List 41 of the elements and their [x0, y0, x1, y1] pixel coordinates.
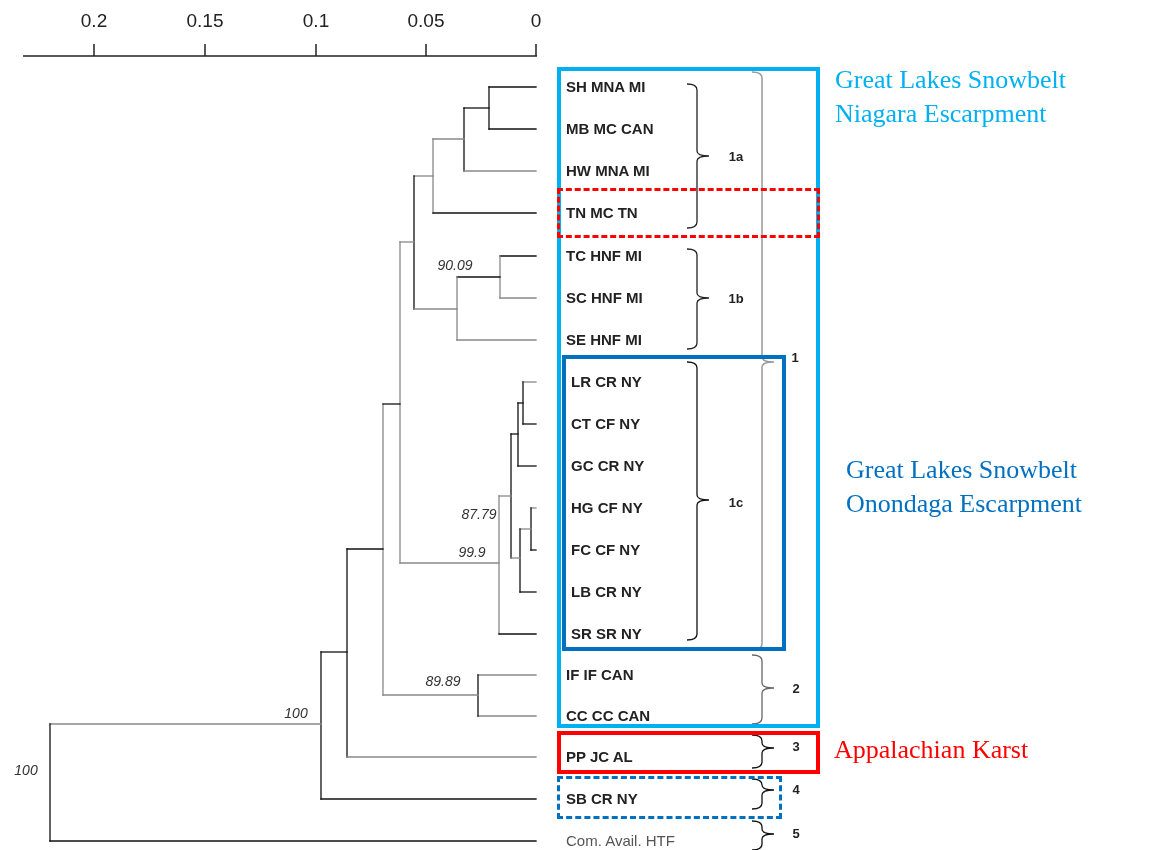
cluster-number: 1b — [728, 291, 744, 305]
bootstrap-value: 100 — [14, 763, 38, 777]
cluster-number: 4 — [792, 782, 800, 796]
cluster-number: 1 — [791, 350, 799, 364]
sample-label: LR CR NY — [571, 372, 642, 392]
sample-label: MB MC CAN — [566, 119, 654, 139]
cluster-number: 1a — [728, 149, 744, 163]
bootstrap-value: 87.79 — [461, 507, 497, 521]
axis-tick-label: 0.1 — [302, 10, 330, 30]
cluster-number: 1c — [728, 495, 744, 509]
axis-tick-label: 0 — [530, 10, 542, 30]
bootstrap-value: 100 — [284, 706, 308, 720]
group-heading: Appalachian Karst — [834, 734, 1030, 766]
cluster-number: 2 — [792, 681, 800, 695]
bootstrap-value: 89.89 — [425, 674, 461, 688]
bootstrap-value: 90.09 — [437, 258, 473, 272]
sample-label: CT CF NY — [571, 414, 641, 434]
axis-tick-label: 0.05 — [407, 10, 445, 30]
sample-label: Com. Avail. HTF — [566, 831, 675, 850]
group-heading: Great Lakes Snowbelt Niagara Escarpment — [835, 64, 1068, 130]
sample-label: TC HNF MI — [566, 246, 642, 266]
axis-tick-label: 0.2 — [80, 10, 108, 30]
sample-label: IF IF CAN — [566, 665, 634, 685]
sample-label: GC CR NY — [571, 456, 645, 476]
sample-label: SB CR NY — [566, 789, 638, 809]
bootstrap-value: 99.9 — [458, 545, 486, 559]
group-heading: Great Lakes Snowbelt Onondaga Escarpment — [846, 454, 1084, 520]
sample-label: CC CC CAN — [566, 706, 651, 726]
sample-label: HG CF NY — [571, 498, 643, 518]
sample-label: SH MNA MI — [566, 77, 646, 97]
sample-label: HW MNA MI — [566, 161, 650, 181]
sample-label: SC HNF MI — [566, 288, 643, 308]
cluster-number: 5 — [792, 826, 800, 840]
sample-label: PP JC AL — [566, 747, 633, 767]
sample-label: TN MC TN — [566, 203, 638, 223]
cluster-number: 3 — [792, 739, 800, 753]
sample-label: SR SR NY — [571, 624, 642, 644]
sample-label: LB CR NY — [571, 582, 642, 602]
axis-tick-label: 0.15 — [186, 10, 224, 30]
sample-label: SE HNF MI — [566, 330, 642, 350]
sample-label: FC CF NY — [571, 540, 641, 560]
